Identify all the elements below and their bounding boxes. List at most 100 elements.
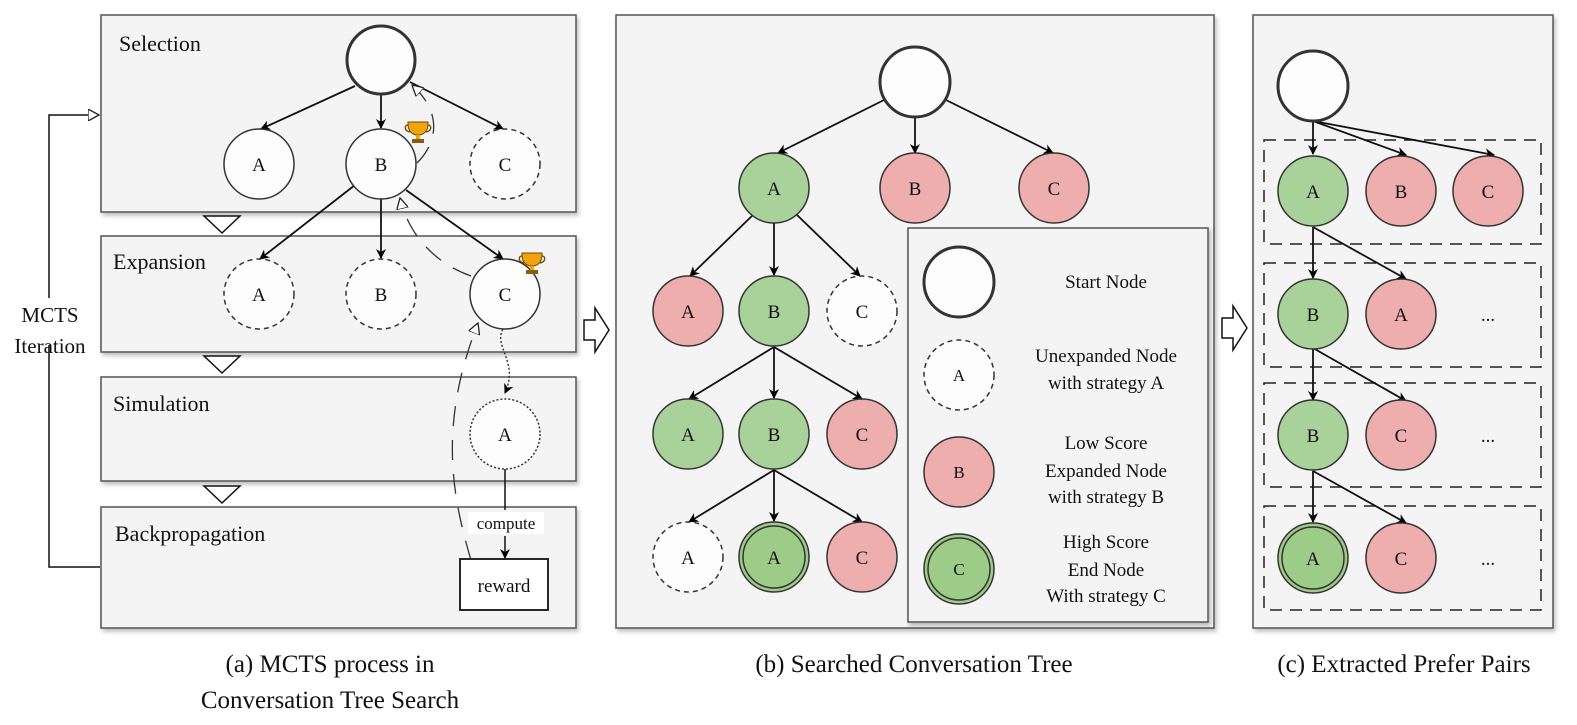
caption-a: (a) MCTS process in: [226, 651, 435, 678]
node-label: A: [1306, 549, 1320, 570]
root-node: [878, 45, 952, 119]
pair-group: [1263, 262, 1542, 368]
tree-node: [652, 275, 724, 347]
node-label: A: [498, 425, 512, 446]
selection-node-a: [223, 128, 295, 200]
rejected-node: [1365, 399, 1437, 471]
legend-label: with strategy B: [1048, 487, 1164, 508]
compute-label: compute: [477, 514, 536, 533]
node-label: C: [1048, 179, 1061, 200]
chosen-node: [1277, 155, 1349, 227]
rejected-node: [1365, 278, 1437, 350]
rejected-node: [1365, 155, 1437, 227]
tree-node: [1018, 152, 1090, 224]
stage-arrow: [202, 485, 242, 505]
tree-node: [738, 398, 810, 470]
legend-label: Unexpanded Node: [1035, 346, 1177, 367]
legend-label: End Node: [1068, 560, 1145, 581]
tree-node: [826, 398, 898, 470]
node-label: B: [375, 285, 388, 306]
stage-arrow: [202, 215, 242, 235]
node-label: A: [681, 302, 695, 323]
node-label: B: [1307, 305, 1320, 326]
chosen-node: [1277, 278, 1349, 350]
ellipsis: ...: [1481, 549, 1495, 570]
node-label: C: [856, 548, 869, 569]
node-label: C: [499, 285, 512, 306]
legend-symbol-label: B: [953, 463, 964, 482]
selection-node-c: [469, 128, 541, 200]
expansion-node-a: [223, 258, 295, 330]
node-label: B: [1307, 426, 1320, 447]
caption-c: (c) Extracted Prefer Pairs: [1277, 651, 1530, 678]
tree-node: [826, 521, 898, 593]
trophy-icon: [518, 252, 546, 274]
legend-high-score-symbol: [923, 533, 995, 605]
node-label: C: [1395, 426, 1408, 447]
expansion-node-b: [345, 258, 417, 330]
legend-label: Start Node: [1065, 272, 1147, 293]
caption-b: (b) Searched Conversation Tree: [755, 651, 1072, 678]
loop-label: MCTS: [21, 303, 78, 327]
node-label: A: [767, 179, 781, 200]
stage-label-simulation: Simulation: [113, 391, 210, 416]
rejected-node: [1452, 155, 1524, 227]
panel-c: A B C B A B C A C ... ... ... (c) Extrac…: [1252, 14, 1554, 678]
stage-label-backprop: Backpropagation: [115, 521, 265, 546]
loop-label: Iteration: [14, 334, 86, 358]
iteration-loop-line: [48, 115, 99, 298]
legend: A B C Start Node Unexpanded Node with st…: [907, 227, 1209, 623]
pair-group: [1263, 139, 1542, 245]
tree-node: [826, 275, 898, 347]
trophy-icon: [404, 121, 432, 143]
pair-group: [1263, 382, 1542, 488]
end-node-ring: [742, 525, 806, 589]
legend-unexpanded-symbol: [923, 339, 995, 411]
stage-arrow: [202, 355, 242, 375]
ellipsis: ...: [1481, 305, 1495, 326]
reward-label: reward: [478, 576, 531, 597]
node-label: C: [1482, 182, 1495, 203]
node-label: A: [252, 155, 266, 176]
legend-symbol-label: C: [953, 560, 964, 579]
node-label: C: [1395, 549, 1408, 570]
stage-label-expansion: Expansion: [113, 249, 206, 274]
tree-node: [738, 152, 810, 224]
legend-label: With strategy C: [1046, 586, 1166, 607]
node-label: B: [1395, 182, 1408, 203]
tree-node: [652, 521, 724, 593]
compute-label-bg: [468, 512, 544, 534]
end-node-ring: [1281, 526, 1345, 590]
panel-a: Selection Expansion Simulation Backpropa…: [14, 14, 577, 714]
legend-low-score-symbol: [923, 436, 995, 508]
chosen-node: [1277, 399, 1349, 471]
node-label: B: [909, 179, 922, 200]
legend-label: with strategy A: [1048, 373, 1164, 394]
pair-group: [1263, 505, 1542, 611]
node-label: A: [1394, 305, 1408, 326]
panel-b: A B C A B C A B C A A C A B C: [615, 14, 1215, 678]
reward-box: [459, 558, 549, 611]
root-node: [1276, 49, 1350, 123]
tree-node-end: [738, 521, 810, 593]
caption-a: Conversation Tree Search: [201, 687, 460, 714]
root-node: [345, 24, 417, 96]
legend-symbol-label: A: [953, 366, 966, 385]
ellipsis: ...: [1481, 426, 1495, 447]
flow-arrow-icon: [1221, 303, 1248, 353]
flow-arrow-icon: [583, 305, 610, 355]
rejected-node: [1365, 522, 1437, 594]
node-label: A: [681, 548, 695, 569]
chosen-node-end: [1277, 522, 1349, 594]
selection-node-b: [345, 128, 417, 200]
node-label: A: [252, 285, 266, 306]
node-label: A: [681, 425, 695, 446]
legend-label: High Score: [1063, 532, 1149, 553]
node-label: A: [767, 548, 781, 569]
node-label: C: [856, 425, 869, 446]
legend-label: Low Score: [1065, 433, 1148, 454]
expansion-node-c: [469, 258, 541, 330]
legend-start-symbol: [922, 245, 996, 319]
simulation-node: [469, 398, 541, 470]
